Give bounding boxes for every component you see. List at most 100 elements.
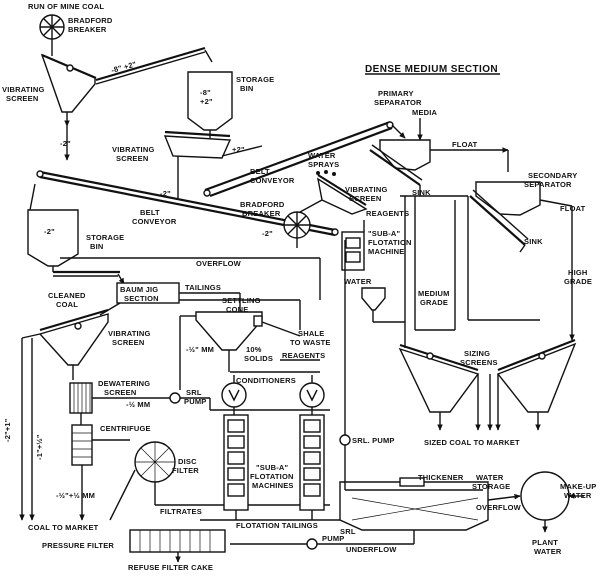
bradford-breaker-2 [283,211,311,239]
label-primary-separator: PRIMARY [378,89,414,98]
label-baum-section: SECTION [124,294,159,303]
label-minus2-c: -2" [262,229,273,238]
label-disc-filter-b: FILTER [172,466,199,475]
label-sink-1: SINK [412,188,431,197]
srl-pump-2 [339,434,351,446]
srl-pump-3 [306,538,318,550]
label-thickener: THICKENER [418,473,464,482]
label-bradford-breaker-2a: BRADFORD [240,200,285,209]
label-size-1-half: -1"+½" [35,434,44,460]
label-storage-bin-2: STORAGE [86,233,124,242]
label-shale: SHALE [298,329,324,338]
label-bin-2: +2" [200,97,213,106]
label-bradford-breaker-2b: BREAKER [242,209,281,218]
label-water-storage-b: STORAGE [472,482,510,491]
label-srl-pump-3b: PUMP [322,534,344,543]
dewatering-screen [69,382,93,414]
label-suba-1c: MACHINE [368,247,404,256]
vibrating-screen-1 [40,53,97,113]
label-size-2-1: -2"+1" [3,418,12,442]
bradford-breaker-top [39,14,65,40]
sub-a-bank-2 [299,414,325,511]
srl-pump-1 [169,392,181,404]
label-water: WATER [344,277,372,286]
label-suba-2c: MACHINES [252,481,294,490]
label-float-2: FLOAT [560,204,586,213]
label-half-mm-1: -½" MM [186,345,214,354]
label-media: MEDIA [412,108,438,117]
sub-a-bank-1 [223,414,249,511]
sub-a-machine-1 [341,231,365,271]
label-minus2-a: -2" [60,139,71,148]
disc-filter [134,441,176,483]
label-medium-grade-b: GRADE [420,298,448,307]
label-storage-bin-2b: BIN [90,242,104,251]
label-vibrating-screen-2: VIBRATING [112,145,155,154]
label-belt-conveyor-2b: CONVEYOR [132,217,177,226]
label-belt-conveyor-2: BELT [140,208,160,217]
label-vibrating-screen-4b: SCREEN [112,338,144,347]
label-vibrating-screen-3: VIBRATING [345,185,388,194]
storage-bin-2 [27,209,79,267]
label-medium-grade: MEDIUM [418,289,450,298]
conditioner-1 [221,382,247,408]
label-storage-bin-1: STORAGE [236,75,274,84]
label-pressure-filter: PRESSURE FILTER [42,541,114,550]
label-reagents-2: REAGENTS [282,351,325,360]
label-suba-1a: "SUB-A" [368,229,401,238]
label-belt-conveyor-1b: CONVEYOR [250,176,295,185]
vibrating-screen-2 [163,130,232,170]
label-solids: 10% [246,345,262,354]
label-filtrates: FILTRATES [160,507,202,516]
label-bradford-breaker: BRADFORD [68,16,113,25]
label-half-mm-3: -½"+½ MM [56,491,95,500]
label-tailings: TAILINGS [185,283,221,292]
label-sizing-screens: SIZING [464,349,490,358]
label-makeup-water: MAKE-UP [560,482,596,491]
label-dewatering-b: SCREEN [104,388,136,397]
label-sized-coal: SIZED COAL TO MARKET [424,438,520,447]
centrifuge [71,424,93,466]
label-vibrating-screen-3b: SCREEN [349,194,381,203]
label-disc-filter: DISC [178,457,197,466]
vibrating-screen-4 [38,308,109,366]
label-srl-pump-3: SRL [340,527,356,536]
primary-separator [369,118,431,186]
label-settling-cone-b: CONE [226,305,248,314]
label-high-grade-b: GRADE [564,277,592,286]
label-water-sprays-b: SPRAYS [308,160,339,169]
label-bin-8: -8" [200,88,211,97]
label-sink-2: SINK [524,237,543,246]
water-storage [520,471,570,521]
label-water-storage: WATER [476,473,504,482]
label-srl-pump-1b: PUMP [184,397,206,406]
label-bradford-breaker-2: BREAKER [68,25,107,34]
thickener [339,477,489,531]
label-primary-separator-b: SEPARATOR [374,98,422,107]
label-makeup-water-b: WATER [564,491,592,500]
sizing-screen-left [398,343,480,413]
label-vibrating-screen-1: VIBRATING [2,85,45,94]
label-srl-pump-1: SRL [186,388,202,397]
label-cleaned-coal: CLEANED [48,291,86,300]
label-centrifuge: CENTRIFUGE [100,424,151,433]
section-title: DENSE MEDIUM SECTION [365,64,498,75]
label-settling-cone: SETTLING [222,296,261,305]
label-srl-pump-2: SRL. PUMP [352,436,395,445]
label-vibrating-screen-2b: SCREEN [116,154,148,163]
label-secondary-separator: SECONDARY [528,171,577,180]
label-underflow: UNDERFLOW [346,545,397,554]
label-solids-b: SOLIDS [244,354,273,363]
vibrating-screen-3 [299,174,368,215]
label-baum-jig: BAUM JIG [120,285,158,294]
conditioner-2 [299,382,325,408]
label-float-1: FLOAT [452,140,478,149]
pressure-filter [129,529,226,553]
label-high-grade: HIGH [568,268,588,277]
label-run-of-mine: RUN OF MINE COAL [28,2,104,11]
label-secondary-separator-b: SEPARATOR [524,180,572,189]
settling-cone [195,311,263,351]
label-half-mm-2: -½ MM [126,400,150,409]
